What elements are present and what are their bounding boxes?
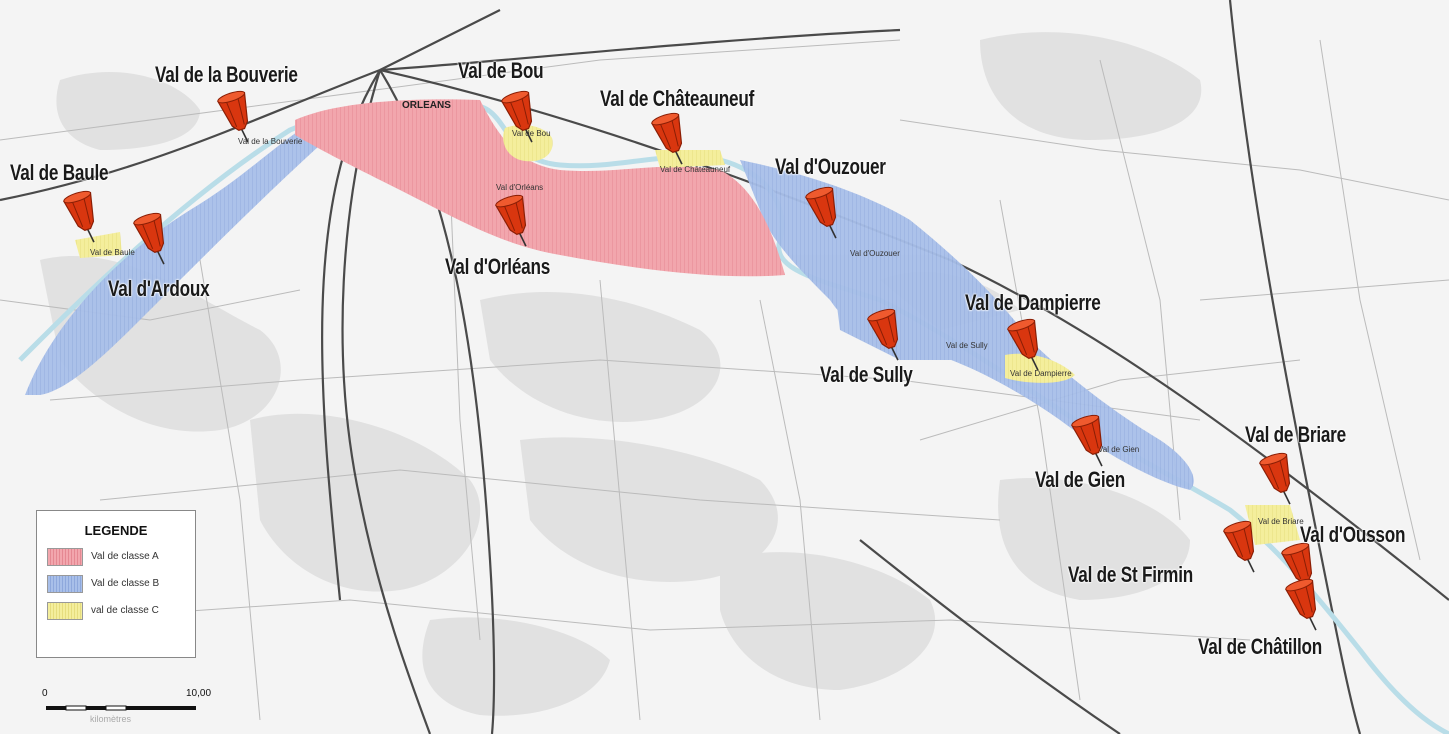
- map-label-chateauneuf: Val de Châteauneuf: [660, 165, 731, 174]
- legend-label-class-b: Val de classe B: [91, 578, 160, 589]
- map-label-gien: Val de Gien: [1098, 445, 1139, 454]
- map-label-briare: Val de Briare: [1258, 517, 1304, 526]
- label-val-de-chatillon[interactable]: Val de Châtillon: [1198, 634, 1323, 659]
- map-label-baule: Val de Baule: [90, 248, 135, 257]
- scale-end: 10,00: [186, 688, 212, 699]
- legend-swatch-class-b: [47, 575, 83, 593]
- legend: LEGENDE Val de classe A Val de classe B …: [36, 510, 196, 658]
- label-val-de-gien[interactable]: Val de Gien: [1035, 467, 1125, 492]
- pins-layer: [62, 89, 1328, 635]
- map-label-ouzouer: Val d'Ouzouer: [850, 249, 900, 258]
- label-val-d-ouzouer[interactable]: Val d'Ouzouer: [775, 154, 886, 179]
- minor-roads: [0, 39, 1449, 721]
- pin-bouverie-icon[interactable]: [216, 89, 260, 147]
- legend-label-class-c: val de classe C: [91, 605, 159, 616]
- label-val-de-sully[interactable]: Val de Sully: [820, 362, 913, 387]
- label-val-de-dampierre[interactable]: Val de Dampierre: [965, 290, 1101, 315]
- legend-label-class-a: Val de classe A: [91, 551, 159, 562]
- label-val-de-baule[interactable]: Val de Baule: [10, 160, 109, 185]
- label-val-de-st-firmin[interactable]: Val de St Firmin: [1068, 562, 1193, 587]
- label-val-de-briare[interactable]: Val de Briare: [1245, 422, 1346, 447]
- legend-swatch-class-c: [47, 602, 83, 620]
- pin-ouzouer-icon[interactable]: [804, 185, 848, 243]
- label-val-de-la-bouverie[interactable]: Val de la Bouverie: [155, 62, 298, 87]
- legend-swatch-class-a: [47, 548, 83, 566]
- map-label-sully: Val de Sully: [946, 341, 988, 350]
- label-val-d-ousson[interactable]: Val d'Ousson: [1300, 522, 1406, 547]
- pin-briare-icon[interactable]: [1258, 451, 1302, 509]
- label-val-d-ardoux[interactable]: Val d'Ardoux: [108, 276, 210, 301]
- pin-ardoux-icon[interactable]: [132, 211, 176, 269]
- pin-gien-icon[interactable]: [1070, 413, 1114, 471]
- map-label-orleans: Val d'Orléans: [496, 183, 543, 192]
- orleans-city-label: ORLEANS: [402, 100, 451, 111]
- map-label-bou: Val de Bou: [512, 129, 551, 138]
- legend-title: LEGENDE: [84, 523, 148, 538]
- pin-dampierre-icon[interactable]: [1006, 317, 1050, 375]
- pin-sully-icon[interactable]: [866, 307, 910, 365]
- label-val-de-chateauneuf[interactable]: Val de Châteauneuf: [600, 86, 755, 111]
- pin-stfirmin-icon[interactable]: [1222, 519, 1266, 577]
- scale-bar: 0 10,00 kilomètres: [40, 688, 240, 728]
- pin-bou-icon[interactable]: [500, 89, 544, 147]
- map-label-dampierre: Val de Dampierre: [1010, 369, 1072, 378]
- label-val-d-orleans[interactable]: Val d'Orléans: [445, 254, 551, 279]
- zone-class-a: [295, 99, 785, 277]
- pin-chateauneuf-icon[interactable]: [650, 111, 694, 169]
- map-label-bouverie: Val de la Bouverie: [238, 137, 303, 146]
- pin-chatillon-icon[interactable]: [1284, 577, 1328, 635]
- zone-class-c: [75, 125, 1300, 545]
- pin-orleans-icon[interactable]: [494, 193, 538, 251]
- pin-baule-icon[interactable]: [62, 189, 106, 247]
- label-val-de-bou[interactable]: Val de Bou: [458, 58, 544, 83]
- scale-unit: kilomètres: [90, 714, 132, 724]
- scale-ticks: [46, 705, 196, 711]
- scale-start: 0: [42, 688, 48, 699]
- zone-class-b: [25, 130, 1194, 490]
